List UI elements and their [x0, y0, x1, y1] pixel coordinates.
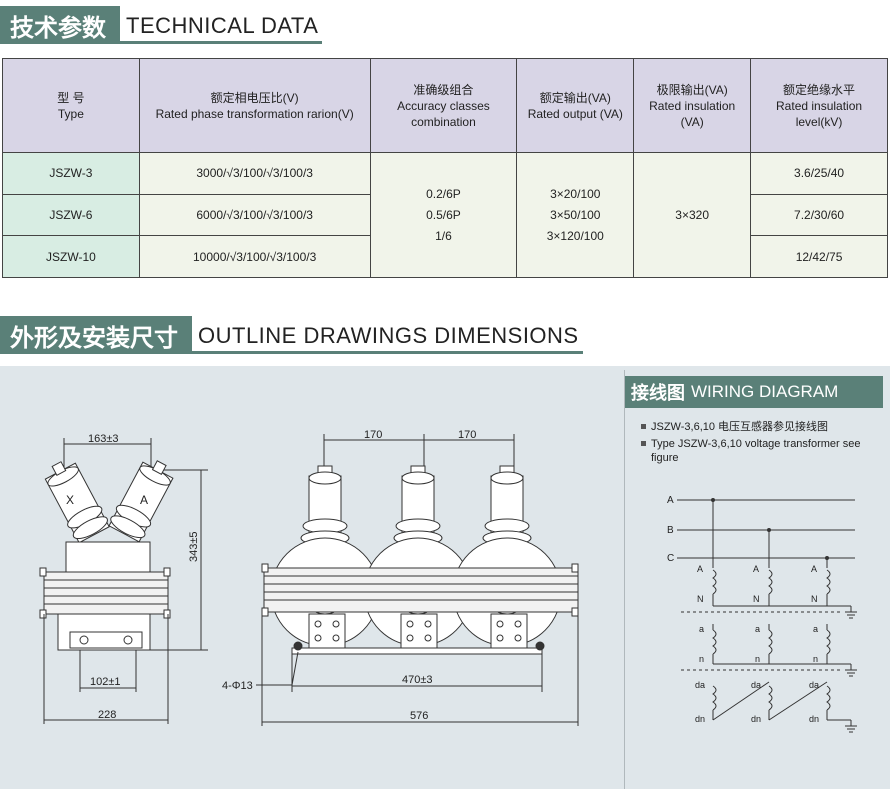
wiring-notes: JSZW-3,6,10 电压互感器参见接线图 Type JSZW-3,6,10 …: [641, 420, 886, 468]
type-cell: JSZW-6: [2, 193, 140, 237]
wiring-note: JSZW-3,6,10 电压互感器参见接线图: [641, 420, 886, 434]
phase-label: C: [667, 553, 674, 564]
dim-side-bottom-inner: 102±1: [90, 676, 121, 688]
coil-label: a: [813, 624, 818, 634]
coil-label: A: [753, 564, 759, 574]
wiring-title-cn: 接线图: [631, 383, 685, 404]
coil-label: N: [697, 594, 704, 604]
type-cell: JSZW-3: [2, 152, 140, 195]
header-limit: 极限输出(VA)Rated insulation (VA): [633, 58, 752, 153]
dim-front-inner: 470±3: [402, 674, 433, 686]
wiring-diagram-panel: 接线图 WIRING DIAGRAM JSZW-3,6,10 电压互感器参见接线…: [624, 370, 886, 789]
bushing-a-label: A: [140, 493, 148, 507]
insulation-cell: 12/42/75: [750, 235, 888, 278]
limit-cell: 3×320: [633, 152, 752, 278]
table-row: JSZW-6 6000/√3/100/√3/100/3 7.2/30/60: [2, 193, 888, 237]
coil-label: N: [811, 594, 818, 604]
coil-label: dn: [751, 714, 761, 724]
coil-label: dn: [695, 714, 705, 724]
header-ratio: 额定相电压比(V)Rated phase transformation rari…: [138, 58, 371, 153]
wiring-diagram-title: 接线图 WIRING DIAGRAM: [625, 376, 883, 408]
dim-side-top: 163±3: [88, 433, 119, 445]
technical-data-header: 技术参数 TECHNICAL DATA: [0, 6, 323, 44]
ratio-cell: 6000/√3/100/√3/100/3: [138, 193, 371, 237]
dim-side-bottom: 228: [98, 709, 116, 721]
dim-front-spacing-2: 170: [458, 429, 476, 441]
coil-label: A: [811, 564, 817, 574]
outline-title-cn: 外形及安装尺寸: [0, 316, 192, 354]
outline-drawing-svg: 163±3 343±5 102±1 228 X A 170 170 4-Φ13 …: [39, 429, 579, 726]
dim-front-spacing-1: 170: [364, 429, 382, 441]
insulation-cell: 3.6/25/40: [750, 152, 888, 195]
dim-front-total: 576: [410, 710, 428, 722]
coil-label: da: [809, 680, 819, 690]
outline-drawings-header: 外形及安装尺寸 OUTLINE DRAWINGS DIMENSIONS: [0, 316, 583, 354]
wiring-note: Type JSZW-3,6,10 voltage transformer see…: [641, 437, 886, 465]
wiring-title-en: WIRING DIAGRAM: [691, 382, 839, 401]
coil-label: da: [751, 680, 761, 690]
coil-label: n: [755, 654, 760, 664]
coil-label: dn: [809, 714, 819, 724]
coil-label: n: [813, 654, 818, 664]
dim-side-height: 343±5: [188, 531, 200, 562]
outline-title-en: OUTLINE DRAWINGS DIMENSIONS: [192, 323, 583, 354]
technical-data-title-en: TECHNICAL DATA: [120, 13, 323, 44]
ratio-cell: 10000/√3/100/√3/100/3: [138, 235, 371, 278]
header-output: 额定输出(VA)Rated output (VA): [516, 58, 635, 153]
coil-label: a: [755, 624, 760, 634]
type-cell: JSZW-10: [2, 235, 140, 278]
technical-data-title-cn: 技术参数: [0, 6, 120, 44]
coil-label: da: [695, 680, 705, 690]
table-row: JSZW-10 10000/√3/100/√3/100/3 12/42/75: [2, 235, 888, 278]
dim-holes: 4-Φ13: [222, 680, 253, 692]
phase-label: B: [667, 525, 674, 536]
coil-label: n: [699, 654, 704, 664]
insulation-cell: 7.2/30/60: [750, 193, 888, 237]
coil-label: A: [697, 564, 703, 574]
coil-label: N: [753, 594, 760, 604]
coil-label: a: [699, 624, 704, 634]
phase-label: A: [667, 495, 674, 506]
ratio-cell: 3000/√3/100/√3/100/3: [138, 152, 371, 195]
wiring-diagram-svg: A B C A A A N N N a a a n n n da da da d…: [667, 495, 857, 733]
bushing-x-label: X: [66, 493, 74, 507]
